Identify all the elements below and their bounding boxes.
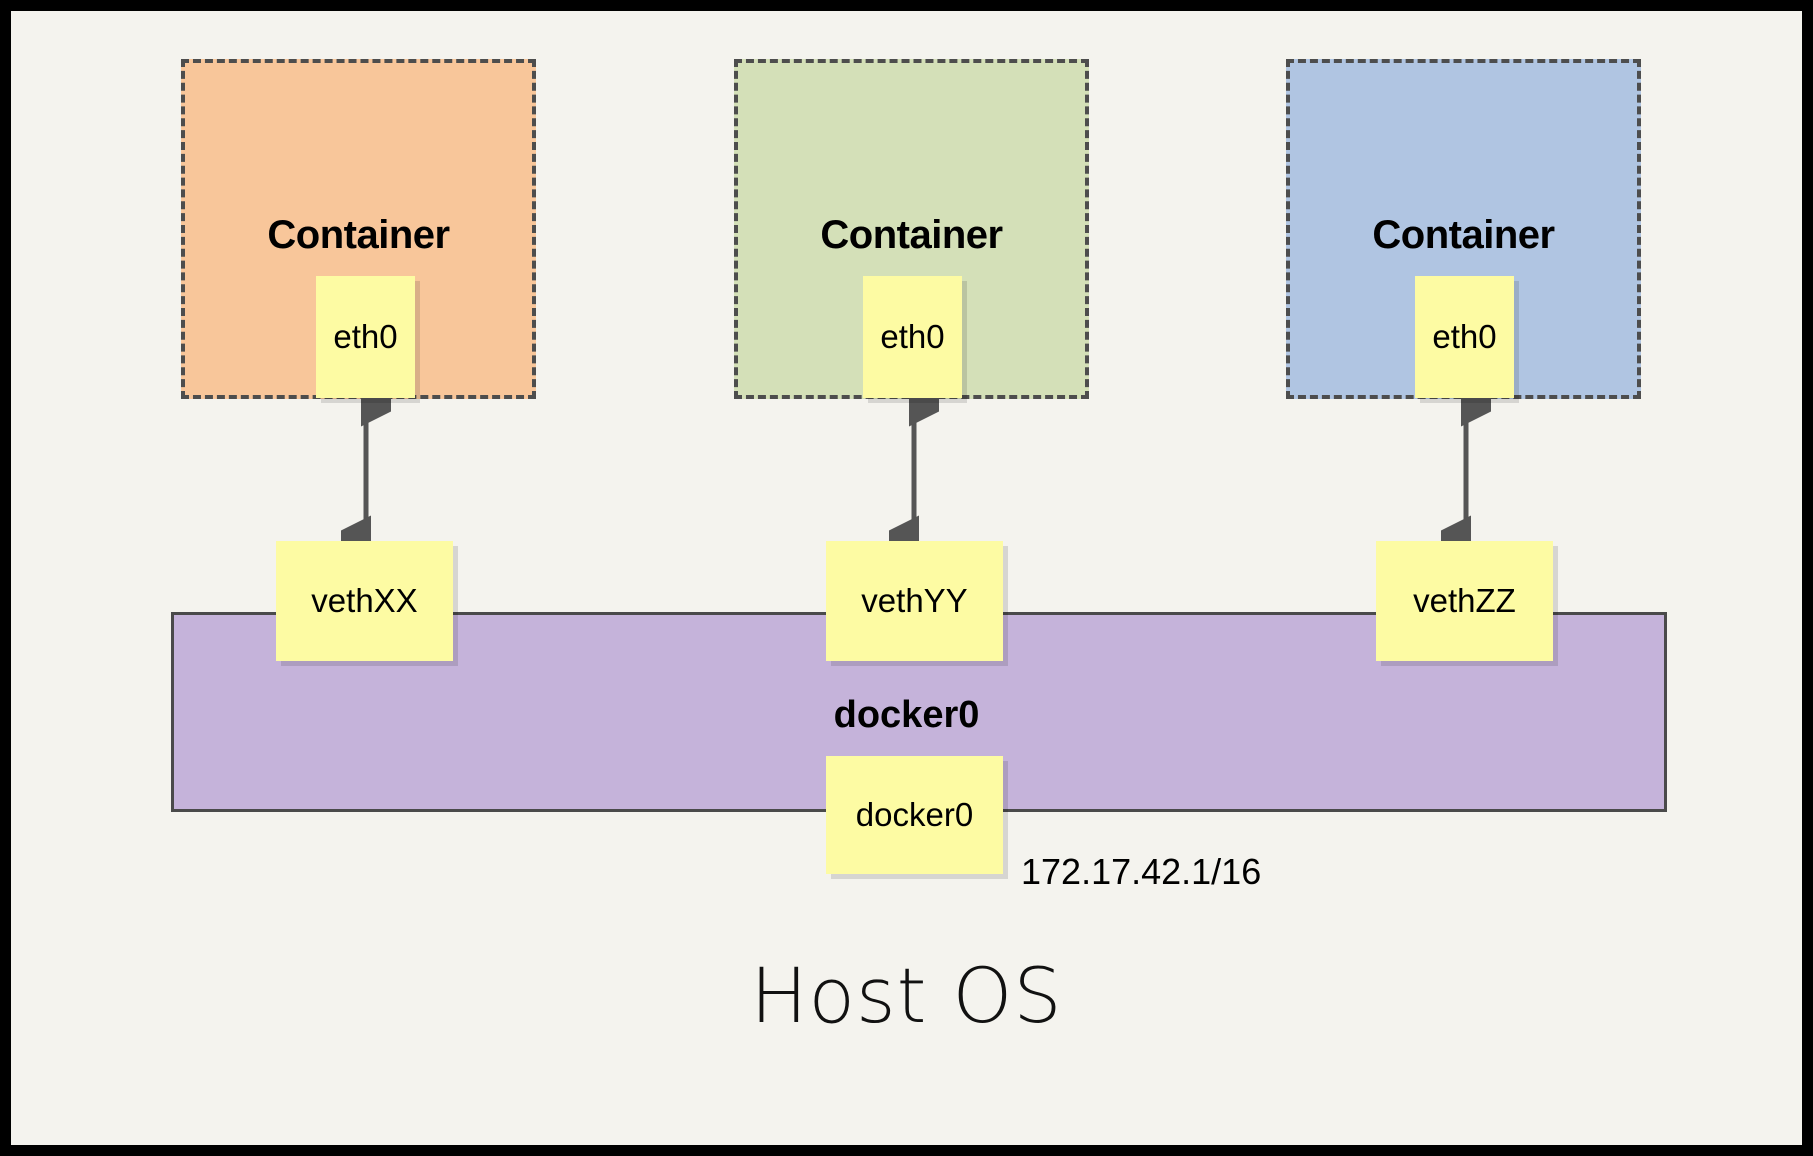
veth-link-arrow-3 [1441,396,1491,546]
eth0-box-1: eth0 [316,276,415,398]
veth-box-2: vethYY [826,541,1003,661]
eth0-box-2: eth0 [863,276,962,398]
docker0-ip-label: 172.17.42.1/16 [1021,851,1262,892]
container-title-1: Container [267,213,450,257]
container-title-3: Container [1372,213,1555,257]
docker0-interface-box: docker0 [826,756,1003,874]
eth0-box-3: eth0 [1415,276,1514,398]
veth-box-1: vethXX [276,541,453,661]
host-os-label: Host OS [750,951,1063,1040]
diagram-canvas: Container eth0 vethXX Container eth0 [11,11,1802,1145]
veth-box-3: vethZZ [1376,541,1553,661]
veth-link-arrow-2 [889,396,939,546]
container-title-2: Container [820,213,1003,257]
docker0-bridge-label: docker0 [833,694,980,736]
container-box-3: Container [1286,59,1641,399]
veth-link-arrow-1 [341,396,391,546]
